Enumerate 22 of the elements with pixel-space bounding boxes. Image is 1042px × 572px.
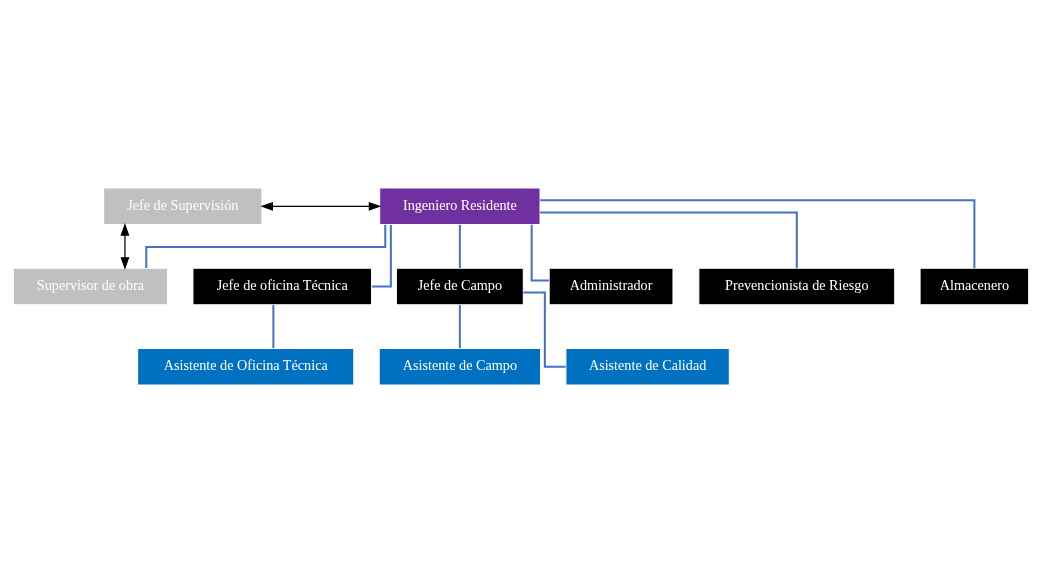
node-box: Asistente de Campo (378, 347, 542, 385)
connector (458, 304, 461, 348)
node-box: Jefe de oficina Técnica (192, 267, 373, 305)
connector (272, 304, 275, 348)
connector (523, 291, 566, 368)
node-box: Jefe de Campo (395, 267, 524, 305)
node-box: Asistente de Oficina Técnica (137, 347, 355, 385)
connector (145, 224, 387, 268)
connector (530, 224, 549, 281)
connector (540, 198, 976, 268)
node-box: Almacenero (919, 267, 1030, 305)
node-box: Ingeniero Residente (379, 187, 541, 225)
arrow (260, 201, 382, 211)
node-box: Jefe de Supervisión (103, 187, 263, 225)
connector (540, 210, 798, 268)
arrow (120, 222, 130, 270)
node-box: Administrador (548, 267, 674, 305)
connector (458, 224, 461, 268)
connector (371, 224, 392, 287)
node-box: Asistente de Calidad (565, 347, 730, 385)
node-box: Prevencionista de Riesgo (698, 267, 896, 305)
node-box: Supervisor de obra (12, 267, 169, 305)
